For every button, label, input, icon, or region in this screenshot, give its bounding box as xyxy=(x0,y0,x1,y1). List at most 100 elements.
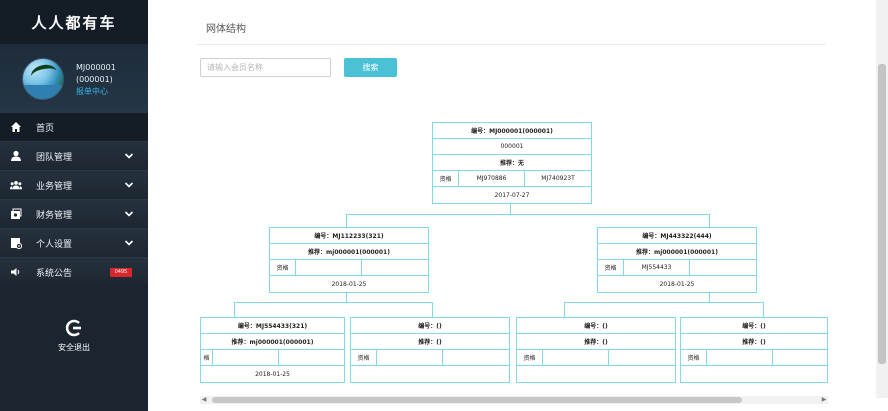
qualification-left: MJ554433 xyxy=(624,260,690,275)
node-referrer: 推荐：() xyxy=(351,334,509,350)
member-id: MJ000001 xyxy=(76,63,116,72)
tree-connector xyxy=(234,302,235,317)
qualification-label: 资格 xyxy=(598,260,624,275)
tree-node-left-right[interactable]: 编号：() 推荐：() 资格 xyxy=(350,317,510,383)
node-qualification-row: 资格 xyxy=(681,350,827,366)
settings-icon xyxy=(10,237,22,249)
node-qualification-row: 资格 xyxy=(351,350,509,366)
node-code: 编号：MJ000001(000001) xyxy=(433,123,591,139)
sidebar-item-business[interactable]: 业务管理 xyxy=(0,170,148,199)
qualification-label: 资格 xyxy=(270,260,296,275)
tree-node-right-right[interactable]: 编号：() 推荐：() 资格 xyxy=(680,317,828,383)
money-icon xyxy=(10,208,22,220)
tree-node-left[interactable]: 编号：MJ112233(321) 推荐：mj000001(000001) 资格 … xyxy=(269,227,429,293)
sidebar-item-team[interactable]: 团队管理 xyxy=(0,141,148,170)
chevron-down-icon xyxy=(124,151,134,161)
user-profile: MJ000001 (000001) 报单中心 xyxy=(0,44,148,112)
qualification-left xyxy=(707,350,773,365)
tree-connector xyxy=(564,302,764,303)
sidebar-item-finance[interactable]: 财务管理 xyxy=(0,199,148,228)
scroll-left-icon[interactable]: ◀ xyxy=(201,396,207,403)
qualification-left: MJ970886 xyxy=(459,171,525,186)
avatar[interactable] xyxy=(22,58,64,100)
sidebar-item-home[interactable]: 首页 xyxy=(0,112,148,141)
scroll-right-icon[interactable]: ▶ xyxy=(821,396,827,403)
node-date xyxy=(681,366,827,382)
node-referrer: 推荐：() xyxy=(681,334,827,350)
group-icon xyxy=(10,179,22,191)
tree-connector xyxy=(234,302,433,303)
sidebar-item-label: 业务管理 xyxy=(36,181,73,192)
tree-node-right[interactable]: 编号：MJ443322(444) 推荐：mj000001(000001) 资格 … xyxy=(597,227,757,293)
main-content: 网体结构 搜索 编号：MJ000001(000001) 000001 推荐：无 … xyxy=(148,0,888,411)
member-search-input[interactable] xyxy=(200,58,331,77)
member-name: (000001) xyxy=(76,75,113,84)
home-icon xyxy=(10,121,22,133)
page-title: 网体结构 xyxy=(206,24,246,35)
tree-connector xyxy=(564,302,565,317)
qualification-label: 资格 xyxy=(433,171,459,186)
tree-node-root[interactable]: 编号：MJ000001(000001) 000001 推荐：无 资格 MJ970… xyxy=(432,122,592,204)
title-divider xyxy=(196,44,826,45)
search-button[interactable]: 搜索 xyxy=(344,58,397,77)
logout-icon xyxy=(64,318,84,338)
sidebar-item-label: 财务管理 xyxy=(36,210,73,221)
node-qualification-row: 资格 MJ970886 MJ740923T xyxy=(433,171,591,187)
sidebar: 人人都有车 MJ000001 (000001) 报单中心 首页 团队管理 xyxy=(0,0,148,411)
chevron-down-icon xyxy=(124,180,134,190)
node-date xyxy=(351,366,509,382)
node-referrer: 推荐：无 xyxy=(433,155,591,171)
node-code: 编号：MJ443322(444) xyxy=(598,228,756,244)
chevron-down-icon xyxy=(124,209,134,219)
node-code: 编号：() xyxy=(517,318,675,334)
tree-node-left-left[interactable]: 编号：MJ554433(321) 推荐：mj000001(000001) 格 2… xyxy=(200,317,345,383)
qualification-right xyxy=(609,350,675,365)
node-qualification-row: 资格 MJ554433 xyxy=(598,260,756,276)
sidebar-item-label: 系统公告 xyxy=(36,268,73,279)
qualification-label: 格 xyxy=(201,350,213,365)
network-tree: 编号：MJ000001(000001) 000001 推荐：无 资格 MJ970… xyxy=(148,0,888,411)
node-referrer: 推荐：() xyxy=(517,334,675,350)
qualification-right xyxy=(773,350,827,365)
tree-connector xyxy=(709,214,710,227)
node-referrer: 推荐：mj000001(000001) xyxy=(598,244,756,260)
logout-button[interactable]: 安全退出 xyxy=(0,318,148,358)
node-code: 编号：() xyxy=(681,318,827,334)
volume-icon xyxy=(10,266,22,278)
chevron-down-icon xyxy=(124,238,134,248)
qualification-label: 资格 xyxy=(351,350,377,365)
qualification-label: 资格 xyxy=(517,350,543,365)
node-name: 000001 xyxy=(433,139,591,155)
node-code: 编号：MJ112233(321) xyxy=(270,228,428,244)
node-referrer: 推荐：mj000001(000001) xyxy=(201,334,344,350)
node-code: 编号：() xyxy=(351,318,509,334)
node-date: 2018-01-25 xyxy=(331,280,367,288)
sidebar-item-label: 个人设置 xyxy=(36,239,73,250)
tree-connector xyxy=(510,204,511,214)
qualification-right xyxy=(690,260,756,275)
node-code: 编号：MJ554433(321) xyxy=(201,318,344,334)
node-qualification-row: 格 xyxy=(201,350,344,366)
sidebar-item-settings[interactable]: 个人设置 xyxy=(0,228,148,257)
tree-connector xyxy=(346,214,710,215)
vertical-scrollbar[interactable] xyxy=(876,0,888,398)
tree-connector xyxy=(346,214,347,227)
scrollbar-thumb[interactable] xyxy=(212,397,742,403)
node-date xyxy=(517,366,675,382)
qualification-right xyxy=(279,350,344,365)
node-date: 2018-01-25 xyxy=(659,280,695,288)
notification-badge: 0495 xyxy=(110,268,132,277)
sidebar-item-announcement[interactable]: 系统公告 0495 xyxy=(0,257,148,286)
horizontal-scrollbar[interactable]: ◀ ▶ xyxy=(200,396,828,404)
tree-node-right-left[interactable]: 编号：() 推荐：() 资格 xyxy=(516,317,676,383)
node-referrer: 推荐：mj000001(000001) xyxy=(270,244,428,260)
logout-label: 安全退出 xyxy=(58,343,90,352)
qualification-left xyxy=(377,350,443,365)
declaration-center-link[interactable]: 报单中心 xyxy=(76,87,108,96)
qualification-left xyxy=(543,350,609,365)
qualification-right xyxy=(443,350,509,365)
tree-connector xyxy=(709,293,710,302)
qualification-left xyxy=(213,350,279,365)
scrollbar-thumb[interactable] xyxy=(878,64,886,364)
qualification-right xyxy=(362,260,428,275)
